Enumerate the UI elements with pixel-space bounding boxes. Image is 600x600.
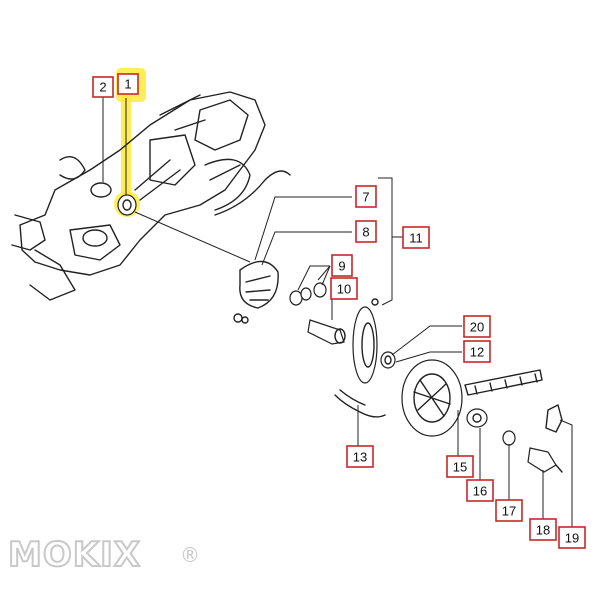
callout-12-label: 12: [470, 345, 484, 360]
callout-9: 9: [331, 254, 353, 277]
callout-8: 8: [355, 220, 377, 243]
callout-7-label: 7: [362, 190, 369, 205]
callout-11: 11: [402, 226, 430, 249]
callout-12: 12: [463, 340, 491, 363]
callout-10: 10: [330, 277, 358, 300]
mokix-logo-watermark: MOKIX ®: [7, 534, 200, 576]
leader-lines: [102, 96, 573, 530]
callout-19-label: 19: [565, 531, 579, 546]
callout-11-label: 11: [409, 231, 423, 246]
callout-18-label: 18: [536, 523, 550, 538]
callout-16-label: 16: [473, 484, 487, 499]
callout-1-label: 1: [124, 77, 131, 92]
callout-8-label: 8: [362, 225, 369, 240]
callout-7: 7: [355, 185, 377, 208]
callout-19: 19: [558, 526, 586, 549]
callout-16: 16: [466, 479, 494, 502]
callout-17-label: 17: [502, 504, 516, 519]
callout-17: 17: [495, 499, 523, 522]
callout-15: 15: [446, 455, 474, 478]
mokix-logo-text: MOKIX: [8, 535, 141, 575]
callout-9-label: 9: [338, 259, 345, 274]
callout-10-label: 10: [337, 282, 351, 297]
callout-15-label: 15: [453, 460, 467, 475]
callout-20: 20: [463, 315, 491, 338]
variator-parts-drawing: [233, 260, 563, 473]
callout-2-label: 2: [99, 80, 106, 95]
callout-1: 1: [117, 73, 139, 95]
registered-mark: ®: [180, 543, 200, 567]
callout-13-label: 13: [353, 450, 367, 465]
axis-line: [134, 211, 251, 263]
callout-2: 2: [92, 76, 114, 98]
crankcase-drawing: [11, 91, 291, 301]
callout-18: 18: [529, 518, 557, 541]
callout-20-label: 20: [470, 320, 484, 335]
callout-13: 13: [346, 445, 374, 468]
